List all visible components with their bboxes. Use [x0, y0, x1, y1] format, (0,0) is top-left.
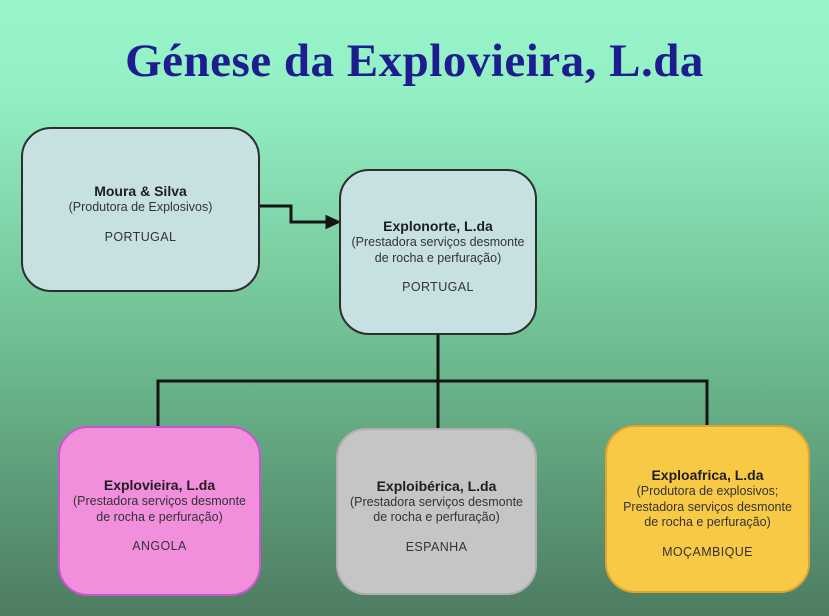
node-name: Explovieira, L.da — [103, 477, 216, 493]
node-moura-silva: Moura & Silva (Produtora de Explosivos) … — [21, 127, 260, 292]
node-name: Exploafrica, L.da — [651, 467, 764, 484]
node-description: (Produtora de Explosivos) — [69, 200, 213, 216]
node-description: (Prestadora serviços desmonte de rocha e… — [350, 495, 523, 526]
node-description-line: (Prestadora serviços desmonte — [350, 494, 523, 509]
node-country: ESPANHA — [405, 539, 468, 554]
node-description-line: de rocha e perfuração) — [644, 515, 771, 530]
node-name: Moura & Silva — [94, 183, 187, 200]
node-description-line: de rocha e perfuração) — [374, 250, 502, 265]
node-country: PORTUGAL — [104, 229, 177, 244]
arrowhead-icon — [325, 214, 342, 230]
node-explovieira: Explovieira, L.da (Prestadora serviços d… — [58, 426, 261, 596]
node-description-line: Prestadora serviços desmonte — [623, 499, 792, 514]
node-description-line: de rocha e perfuração) — [96, 509, 223, 524]
node-description-line: (Prestadora serviços desmonte — [73, 494, 246, 508]
node-country: PORTUGAL — [402, 280, 474, 294]
node-description: (Produtora de explosivos; Prestadora ser… — [623, 484, 792, 531]
node-exploafrica: Exploafrica, L.da (Produtora de explosiv… — [605, 425, 810, 593]
node-description-line: (Produtora de explosivos; — [636, 484, 779, 499]
node-description: (Prestadora serviços desmonte de rocha e… — [352, 235, 525, 266]
node-country: ANGOLA — [132, 539, 187, 553]
node-description-line: de rocha e perfuração) — [373, 510, 500, 524]
node-explonorte: Explonorte, L.da (Prestadora serviços de… — [339, 169, 537, 335]
node-description: (Prestadora serviços desmonte de rocha e… — [73, 494, 246, 525]
page-title: Génese da Explovieira, L.da — [125, 35, 704, 87]
elbow-arrow-line — [260, 204, 328, 224]
node-name: Explonorte, L.da — [383, 218, 493, 234]
node-exploiberica: Exploibérica, L.da (Prestadora serviços … — [336, 428, 537, 595]
node-country: MOÇAMBIQUE — [662, 544, 753, 559]
node-name: Exploibérica, L.da — [376, 477, 497, 494]
node-description-line: (Prestadora serviços desmonte — [351, 235, 525, 249]
node-description-line: (Produtora de Explosivos) — [68, 200, 213, 215]
